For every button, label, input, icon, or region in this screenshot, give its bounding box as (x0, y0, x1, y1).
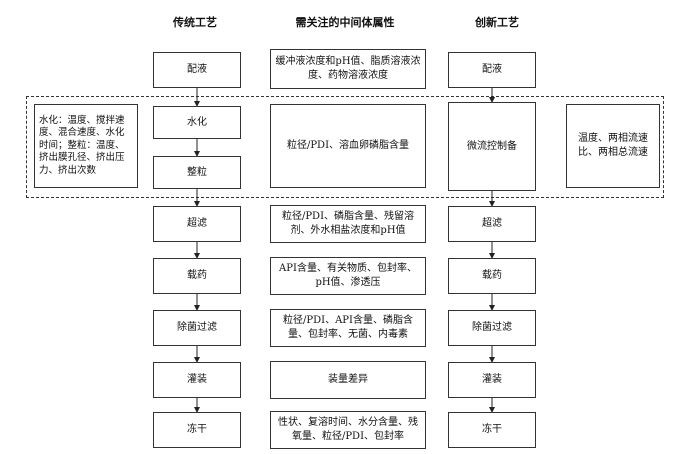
trad-step-chujun: 除菌过滤 (153, 310, 241, 346)
header-innovative: 创新工艺 (475, 16, 519, 29)
innov-step-donggan: 冻干 (448, 412, 536, 448)
attr-donggan: 性状、复溶时间、水分含量、残氧量、粒径/PDI、包封率 (270, 411, 426, 449)
attr-chaolv: 粒径/PDI、磷脂含量、残留溶剂、外水相盐浓度和pH值 (270, 205, 426, 243)
group-dashed-border (26, 96, 664, 198)
attr-zaiyao: API含量、有关物质、包封率、pH值、渗透压 (270, 257, 426, 295)
innov-step-zaiyao: 载药 (448, 258, 536, 294)
trad-step-shuihua: 水化 (153, 106, 241, 139)
innov-step-guanzhuang: 灌装 (448, 362, 536, 398)
header-traditional: 传统工艺 (173, 16, 217, 29)
innov-step-chaolv: 超滤 (448, 206, 536, 242)
left-params-box: 水化：温度、搅拌速度、混合速度、水化时间；整粒：温度、挤出膜孔径、挤出压力、挤出… (34, 104, 138, 188)
header-attributes: 需关注的中间体属性 (295, 16, 395, 29)
innov-step-microfluidic: 微流控制备 (448, 102, 536, 191)
attr-chujun: 粒径/PDI、API含量、磷脂含量、包封率、无菌、内毒素 (270, 309, 426, 347)
trad-step-zhengli: 整粒 (153, 156, 241, 189)
attr-hydration: 粒径/PDI、溶血卵磷脂含量 (270, 104, 426, 188)
trad-step-guanzhuang: 灌装 (153, 362, 241, 398)
attr-guanzhuang: 装量差异 (270, 361, 426, 399)
trad-step-zaiyao: 载药 (153, 258, 241, 294)
innov-step-peiye: 配液 (448, 52, 536, 88)
attr-peiye: 缓冲液浓度和pH值、脂质溶液浓度、药物溶液浓度 (270, 49, 426, 89)
trad-step-peiye: 配液 (153, 52, 241, 88)
trad-step-chaolv: 超滤 (153, 206, 241, 242)
trad-step-donggan: 冻干 (153, 412, 241, 448)
innov-step-chujun: 除菌过滤 (448, 310, 536, 346)
right-params-box: 温度、两相流速比、两相总流速 (566, 104, 660, 188)
